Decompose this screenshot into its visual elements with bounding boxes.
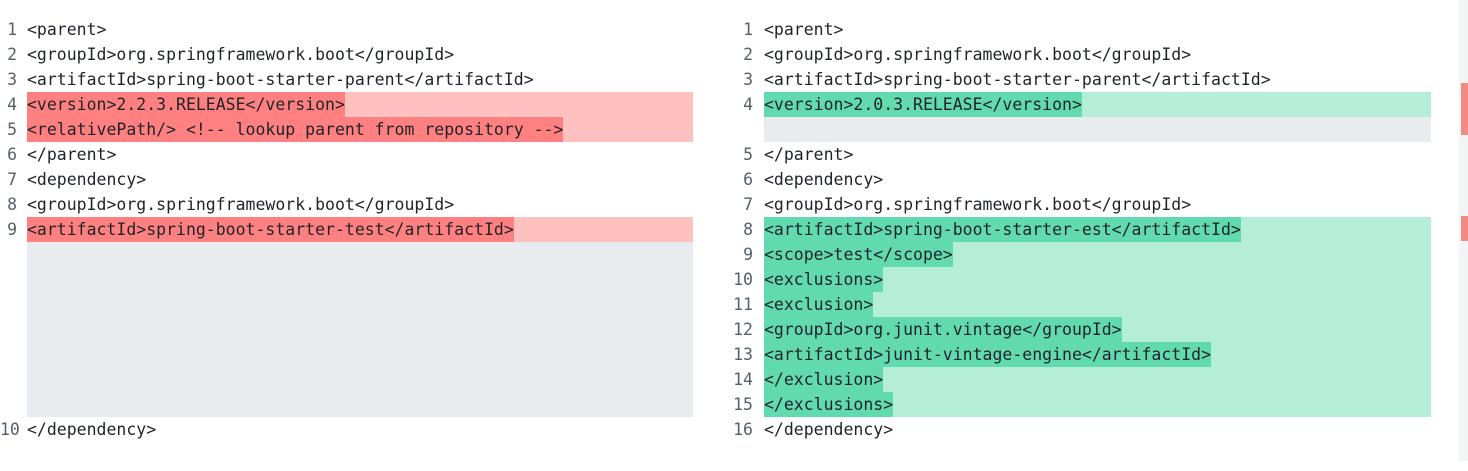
scrollbar-change-marker (1461, 83, 1468, 135)
code-line: 4 <version>2.2.3.RELEASE</version> (0, 92, 693, 117)
code-line: 14 </exclusion> (727, 367, 1431, 392)
code-text: <groupId>org.springframework.boot</group… (764, 45, 1192, 64)
diff-spacer-row (0, 392, 693, 417)
diff-spacer-row (0, 342, 693, 367)
line-number: 9 (743, 245, 753, 264)
line-number: 2 (7, 45, 17, 64)
code-text: <artifactId>spring-boot-starter-est</art… (764, 217, 1241, 242)
diff-spacer-row (727, 117, 1431, 142)
line-number: 14 (733, 370, 753, 389)
line-number: 5 (743, 145, 753, 164)
code-text: </exclusion> (764, 367, 884, 392)
diff-spacer-row (0, 317, 693, 342)
code-text: </parent> (764, 145, 854, 164)
code-text: <groupId>org.springframework.boot</group… (27, 45, 455, 64)
line-number: 16 (733, 420, 753, 439)
code-text: <scope>test</scope> (764, 242, 953, 267)
code-text: <relativePath/> <!-- lookup parent from … (27, 117, 564, 142)
code-line: 15 </exclusions> (727, 392, 1431, 417)
line-number: 7 (7, 170, 17, 189)
left-diff-pane: 1 <parent> 2 <groupId>org.springframework.b… (0, 17, 693, 442)
code-text: <groupId>org.springframework.boot</group… (27, 195, 455, 214)
code-line: 2 <groupId>org.springframework.boot</grou… (0, 42, 693, 67)
line-number: 7 (743, 195, 753, 214)
line-number: 1 (743, 20, 753, 39)
right-diff-pane: 1 <parent> 2 <groupId>org.springframework.b… (727, 17, 1431, 442)
line-number: 10 (0, 420, 20, 439)
code-line: 16 </dependency> (727, 417, 1431, 442)
code-line: 8 <groupId>org.springframework.boot</grou… (0, 192, 693, 217)
code-line: 6 <dependency> (727, 167, 1431, 192)
code-line: 10 </dependency> (0, 417, 693, 442)
code-line: 8 <artifactId>spring-boot-starter-est</ar… (727, 217, 1431, 242)
line-number: 2 (743, 45, 753, 64)
line-number: 6 (7, 145, 17, 164)
code-text: <parent> (764, 20, 844, 39)
diff-spacer-row (0, 292, 693, 317)
code-line: 9 <scope>test</scope> (727, 242, 1431, 267)
code-line: 1 <parent> (727, 17, 1431, 42)
code-line: 6 </parent> (0, 142, 693, 167)
code-text: <groupId>org.junit.vintage</groupId> (764, 317, 1122, 342)
code-text: <dependency> (27, 170, 147, 189)
line-number: 4 (7, 95, 17, 114)
code-text: </dependency> (27, 420, 157, 439)
code-line: 1 <parent> (0, 17, 693, 42)
code-line: 11 <exclusion> (727, 292, 1431, 317)
diff-spacer-row (0, 242, 693, 267)
diff-spacer-row (0, 367, 693, 392)
line-number: 3 (7, 70, 17, 89)
line-number: 8 (7, 195, 17, 214)
diff-spacer-row (0, 267, 693, 292)
line-number: 9 (7, 220, 17, 239)
code-line: 13 <artifactId>junit-vintage-engine</arti… (727, 342, 1431, 367)
code-line: 3 <artifactId>spring-boot-starter-parent<… (0, 67, 693, 92)
code-text: <version>2.2.3.RELEASE</version> (27, 92, 345, 117)
code-line: 4 <version>2.0.3.RELEASE</version> (727, 92, 1431, 117)
code-line: 5 <relativePath/> <!-- lookup parent from… (0, 117, 693, 142)
line-number: 4 (743, 95, 753, 114)
code-text: <artifactId>spring-boot-starter-test</ar… (27, 217, 514, 242)
code-line: 5 </parent> (727, 142, 1431, 167)
code-text: </dependency> (764, 420, 894, 439)
line-number: 12 (733, 320, 753, 339)
code-text: <artifactId>spring-boot-starter-parent</… (764, 70, 1271, 89)
code-text: <parent> (27, 20, 107, 39)
line-number: 11 (733, 295, 753, 314)
line-number: 13 (733, 345, 753, 364)
code-line: 12 <groupId>org.junit.vintage</groupId> (727, 317, 1431, 342)
code-line: 7 <dependency> (0, 167, 693, 192)
line-number: 3 (743, 70, 753, 89)
code-text: <exclusion> (764, 292, 874, 317)
code-line: 7 <groupId>org.springframework.boot</grou… (727, 192, 1431, 217)
code-line: 2 <groupId>org.springframework.boot</grou… (727, 42, 1431, 67)
code-text: <groupId>org.springframework.boot</group… (764, 195, 1192, 214)
line-number: 6 (743, 170, 753, 189)
code-line: 9 <artifactId>spring-boot-starter-test</a… (0, 217, 693, 242)
code-line: 10 <exclusions> (727, 267, 1431, 292)
code-text: <version>2.0.3.RELEASE</version> (764, 92, 1082, 117)
code-text: </parent> (27, 145, 117, 164)
line-number: 15 (733, 395, 753, 414)
line-number: 5 (7, 120, 17, 139)
code-line: 3 <artifactId>spring-boot-starter-parent<… (727, 67, 1431, 92)
code-text: <artifactId>spring-boot-starter-parent</… (27, 70, 534, 89)
line-number: 10 (733, 270, 753, 289)
code-text: </exclusions> (764, 392, 894, 417)
code-text: <dependency> (764, 170, 884, 189)
code-text: <artifactId>junit-vintage-engine</artifa… (764, 342, 1212, 367)
code-text: <exclusions> (764, 267, 884, 292)
line-number: 8 (743, 220, 753, 239)
line-number: 1 (7, 20, 17, 39)
scrollbar-change-marker (1461, 216, 1468, 241)
